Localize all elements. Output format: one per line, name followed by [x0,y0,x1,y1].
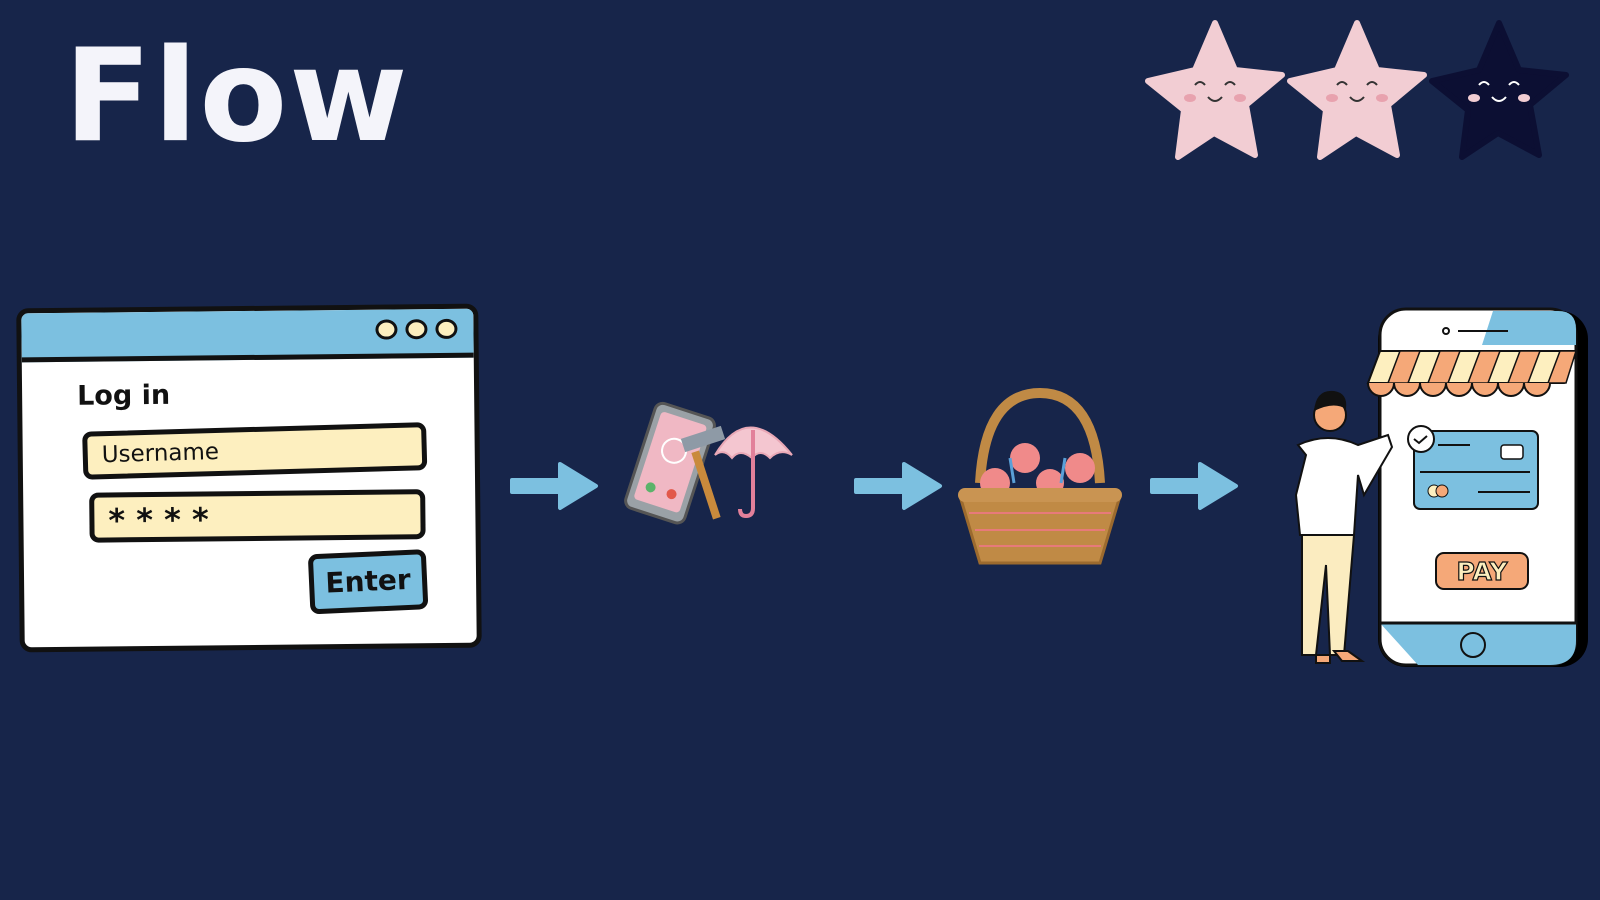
payment-illustration: PAY [1294,307,1588,667]
window-titlebar [21,308,474,363]
password-field[interactable]: * * * * [89,489,426,543]
star-filled-icon [1145,20,1285,160]
star-empty-icon [1429,20,1569,160]
page-title: Flow [64,22,410,171]
star-filled-icon [1287,20,1427,160]
username-placeholder: Username [101,438,220,469]
window-dot-icon [375,319,398,340]
arrow-right-icon [1150,462,1238,510]
window-dot-icon [435,318,458,340]
products-illustration [624,401,793,525]
hammer-icon [680,425,726,520]
flower-basket-icon [957,388,1123,565]
roses [980,443,1095,498]
credit-card-icon [1407,425,1539,510]
pay-label: PAY [1456,557,1508,586]
umbrella-icon [714,426,793,519]
enter-button[interactable]: Enter [307,549,429,615]
arrow-right-icon [854,462,942,510]
rating-stars [1145,20,1569,160]
person-icon [1294,390,1394,664]
arrow-right-icon [510,462,598,510]
login-heading: Log in [76,379,171,412]
awning-icon [1366,350,1578,397]
username-field[interactable]: Username [82,422,428,480]
login-window: Log in Username * * * * Enter [16,303,482,653]
pay-button[interactable] [1435,552,1529,590]
window-dot-icon [405,319,428,340]
password-value: * * * * [108,500,209,540]
